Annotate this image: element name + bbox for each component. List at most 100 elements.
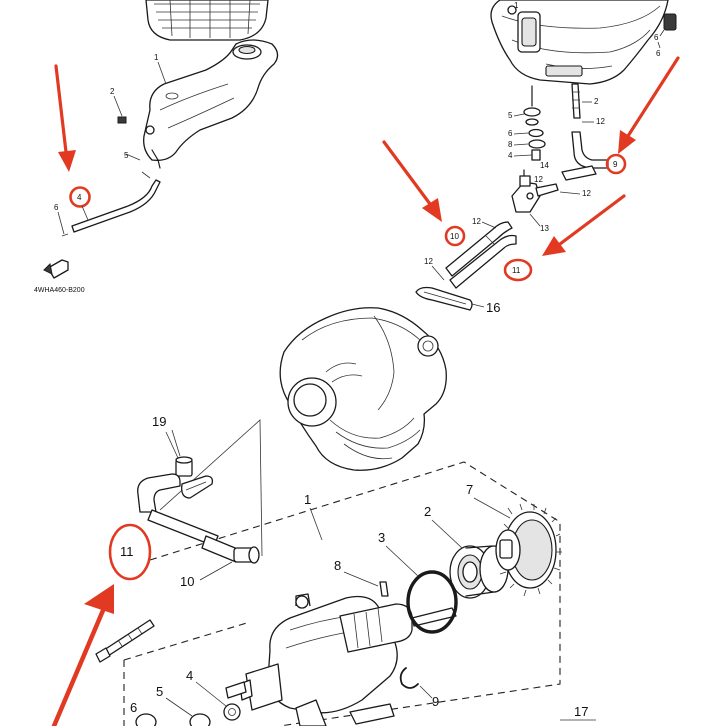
- hose-part-10-top-right: [445, 221, 513, 277]
- oil-tank-part-1: [490, 0, 669, 85]
- hose-part-9-top-right: [561, 131, 609, 181]
- label-part-12b: 12: [534, 175, 543, 184]
- collar-part-10: [201, 535, 260, 564]
- label-part-10-top-right: 10: [450, 232, 459, 241]
- oil-pump-body: [225, 593, 413, 726]
- leader-part-8: [343, 571, 379, 587]
- crankcase-outline: [279, 307, 447, 471]
- o-ring-part-3: [406, 570, 458, 634]
- leader-part-9-bottom: [419, 685, 433, 699]
- tank-fittings: [523, 83, 581, 161]
- label-part-10-bottom: 10: [180, 574, 194, 589]
- assembly-dashed-outline: [149, 461, 561, 726]
- label-part-5-bottom: 5: [156, 684, 163, 699]
- clamp-part-16: [415, 286, 473, 311]
- label-part-12a: 12: [596, 117, 605, 126]
- leader-part-4: [81, 205, 89, 221]
- label-part-2a: 2: [594, 97, 599, 106]
- red-arrow-part-10: [382, 140, 442, 222]
- breather-hose-part-4: [61, 153, 161, 237]
- label-part-12d: 12: [424, 257, 433, 266]
- collar-part-19: [171, 429, 193, 477]
- highlight-circle-part-10: [444, 225, 466, 247]
- reference-code: 4WHA460-B200: [34, 287, 85, 294]
- bottom-labels: 19 1 7 2 3 11 8 10 4 5 6 9 17: [108, 414, 596, 721]
- label-part-2-top-left: 2: [110, 87, 115, 96]
- label-part-6b-top: 6: [656, 49, 661, 58]
- label-part-14: 14: [540, 161, 549, 170]
- leader-part-10-bottom: [199, 561, 233, 581]
- label-part-8: 8: [334, 558, 341, 573]
- leader-part-4-bottom: [195, 681, 227, 707]
- leader-part-6: [57, 211, 65, 235]
- label-part-6-bottom: 6: [130, 700, 137, 715]
- leader-12c: [559, 191, 581, 195]
- highlight-circle-part-4: [69, 186, 91, 208]
- label-part-11-bottom: 11: [120, 544, 134, 559]
- hose-part-11-top-right: [449, 234, 517, 289]
- label-part-12-hose: 12: [472, 217, 481, 226]
- leaders-6-8-4: [513, 132, 533, 157]
- label-part-6-top-left: 6: [54, 203, 59, 212]
- leader-12-hose: [481, 221, 497, 229]
- bolt-part-6-top-right: [657, 13, 677, 49]
- leader-part-1: [157, 61, 167, 85]
- label-part-9-top-right: 9: [613, 160, 618, 169]
- highlight-circle-part-11-bottom: [108, 523, 152, 581]
- leader-part-7: [473, 497, 511, 519]
- leader-part-5-bottom: [165, 697, 193, 717]
- label-part-1-bottom: 1: [304, 492, 311, 507]
- intake-duct-part-1: [143, 39, 279, 169]
- label-part-3: 3: [378, 530, 385, 545]
- label-part-1-top-right: 1: [514, 1, 519, 10]
- label-part-6a: 6: [654, 33, 659, 42]
- leader-part-1-bottom: [309, 507, 323, 541]
- leader-16: [471, 303, 485, 308]
- leader-part-3: [385, 545, 419, 577]
- label-part-9-bottom: 9: [432, 694, 439, 709]
- label-part-4-top-right: 4: [508, 151, 513, 160]
- bearing-part-2: [449, 545, 509, 599]
- label-part-5a: 5: [508, 111, 513, 120]
- top-right-labels: 1 6 6 5 2 12 6 8 4 9 14 12 12 13 12 10 1…: [424, 1, 661, 315]
- leader-12d: [431, 265, 445, 281]
- highlight-circle-part-11-top: [503, 258, 533, 282]
- label-part-5-top-left: 5: [124, 151, 129, 160]
- valve-part-13: [511, 169, 559, 213]
- label-part-8: 8: [508, 140, 513, 149]
- red-arrow-part-11-top: [542, 194, 626, 256]
- label-part-12c: 12: [582, 189, 591, 198]
- washer-parts-4-5-6: [135, 703, 241, 726]
- label-part-2-bottom: 2: [424, 504, 431, 519]
- red-arrow-part-9: [618, 56, 680, 154]
- label-part-6b: 6: [508, 129, 513, 138]
- label-part-4-top-left: 4: [77, 193, 82, 202]
- clamp-part-16-bottom: [181, 475, 214, 499]
- label-part-11-top-right: 11: [512, 266, 521, 275]
- leader-part-2-bottom: [431, 519, 463, 549]
- label-part-7: 7: [466, 482, 473, 497]
- leader-13: [529, 213, 541, 227]
- leader-part-19: [165, 431, 179, 459]
- front-direction-icon: [43, 259, 69, 279]
- air-filter-element: [145, 0, 269, 41]
- bolt-long: [95, 619, 155, 663]
- label-part-19: 19: [152, 414, 166, 429]
- label-part-4-bottom: 4: [186, 668, 193, 683]
- pin-part-8: [379, 581, 389, 597]
- leader-5a: [513, 113, 525, 117]
- screw-part-2: [113, 95, 127, 124]
- label-part-17: 17: [574, 704, 588, 719]
- label-part-1-top-left: 1: [154, 53, 159, 62]
- red-arrow-part-4: [54, 64, 76, 172]
- red-arrow-part-11-bottom: [51, 584, 114, 726]
- highlight-circle-part-9: [605, 153, 627, 175]
- hose-part-11-bottom: [137, 473, 219, 547]
- assembly-dashed-outline-upper: [123, 621, 251, 661]
- gear-part-7: [495, 503, 562, 597]
- label-part-16: 16: [486, 300, 500, 315]
- circlip-part-9: [399, 667, 419, 689]
- label-part-13: 13: [540, 224, 549, 233]
